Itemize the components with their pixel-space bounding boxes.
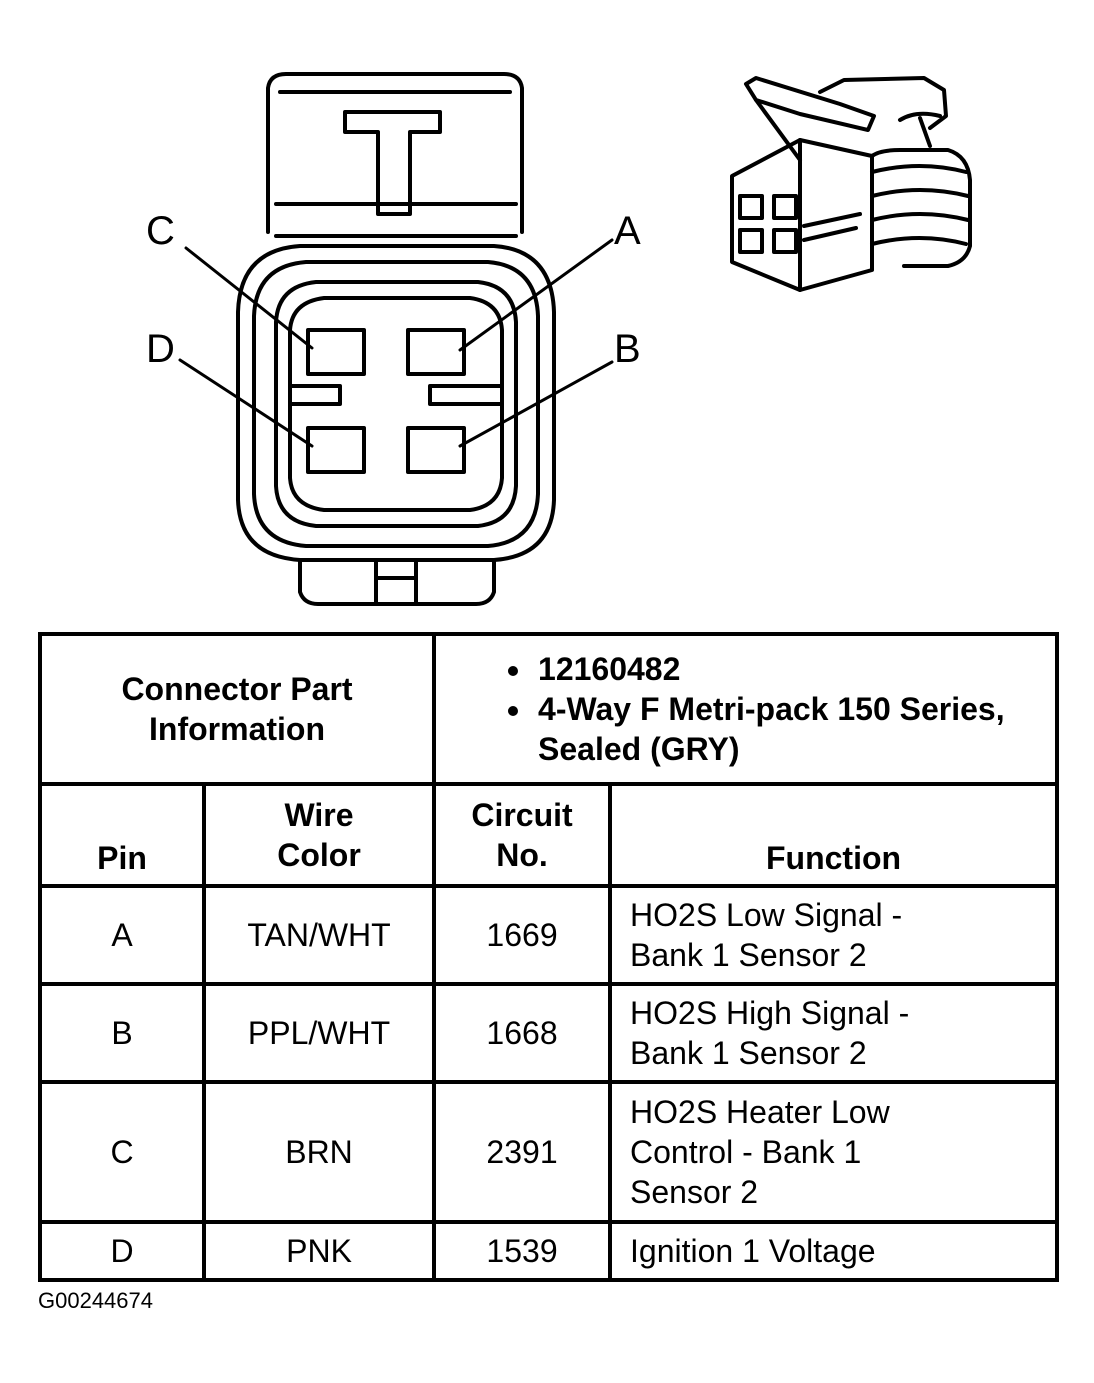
function-line: HO2S High Signal - xyxy=(630,995,910,1031)
wire-header-line1: Wire xyxy=(284,797,354,833)
wire-color-cell: BRN xyxy=(201,1080,437,1224)
circuit-cell: 1669 xyxy=(432,884,613,986)
pin-cell: B xyxy=(38,982,206,1084)
pin-cavity-b xyxy=(406,426,466,474)
function-cell: HO2S High Signal - Bank 1 Sensor 2 xyxy=(608,982,1060,1084)
connector-latch xyxy=(266,72,524,238)
connector-3d-view xyxy=(730,76,972,292)
connector-diagram: C A D B xyxy=(146,72,972,606)
circuit-cell: 2391 xyxy=(432,1080,613,1224)
circuit-header-line1: Circuit xyxy=(471,797,573,833)
column-header-pin: Pin xyxy=(38,782,206,888)
circuit-cell: 1668 xyxy=(432,982,613,1084)
pin-label-c: C xyxy=(146,209,175,253)
function-cell: Ignition 1 Voltage xyxy=(608,1220,1060,1282)
pin-label-b: B xyxy=(614,327,641,371)
pin-label-a: A xyxy=(614,209,641,253)
wire-color-cell: PNK xyxy=(201,1220,437,1282)
function-line: Ignition 1 Voltage xyxy=(630,1233,876,1269)
function-cell: HO2S Low Signal - Bank 1 Sensor 2 xyxy=(608,884,1060,986)
leader-line-d xyxy=(178,358,314,448)
function-line: HO2S Heater Low xyxy=(630,1094,890,1130)
function-line: Bank 1 Sensor 2 xyxy=(630,937,867,973)
function-line: Bank 1 Sensor 2 xyxy=(630,1035,867,1071)
wire-header-line2: Color xyxy=(277,837,361,873)
connector-info-row: Connector Part Information 12160482 4-Wa… xyxy=(37,632,1060,786)
pin-cavity-d xyxy=(306,426,366,474)
part-number: 12160482 xyxy=(534,649,1055,689)
pin-label-d: D xyxy=(146,327,175,371)
connector-description: 4-Way F Metri-pack 150 Series, Sealed (G… xyxy=(534,689,1055,769)
column-header-function: Function xyxy=(608,782,1060,888)
table-row: B PPL/WHT 1668 HO2S High Signal - Bank 1 … xyxy=(38,982,1060,1084)
pin-cell: A xyxy=(38,884,206,986)
leader-line-b xyxy=(458,360,614,448)
circuit-cell: 1539 xyxy=(432,1220,613,1282)
function-line: HO2S Low Signal - xyxy=(630,897,903,933)
pin-cavity-a xyxy=(406,328,466,376)
leader-line-a xyxy=(458,238,614,352)
connector-table: Connector Part Information 12160482 4-Wa… xyxy=(37,632,1060,1282)
connector-part-information-label: Connector Part Information xyxy=(37,632,437,786)
wire-color-cell: PPL/WHT xyxy=(201,982,437,1084)
function-line: Control - Bank 1 xyxy=(630,1134,862,1170)
circuit-header-line2: No. xyxy=(496,837,548,873)
pin-cell: D xyxy=(38,1220,206,1282)
figure-id: G00244674 xyxy=(38,1288,153,1313)
pin-cavity-c xyxy=(306,328,366,376)
connector-body xyxy=(236,244,556,606)
leader-line-c xyxy=(184,246,314,350)
function-line: Sensor 2 xyxy=(630,1174,759,1210)
table-row: A TAN/WHT 1669 HO2S Low Signal - Bank 1 S… xyxy=(38,884,1060,986)
wire-color-cell: TAN/WHT xyxy=(201,884,437,986)
table-row: D PNK 1539 Ignition 1 Voltage xyxy=(38,1220,1060,1282)
connector-part-details: 12160482 4-Way F Metri-pack 150 Series, … xyxy=(432,632,1060,786)
pin-cell: C xyxy=(38,1080,206,1224)
